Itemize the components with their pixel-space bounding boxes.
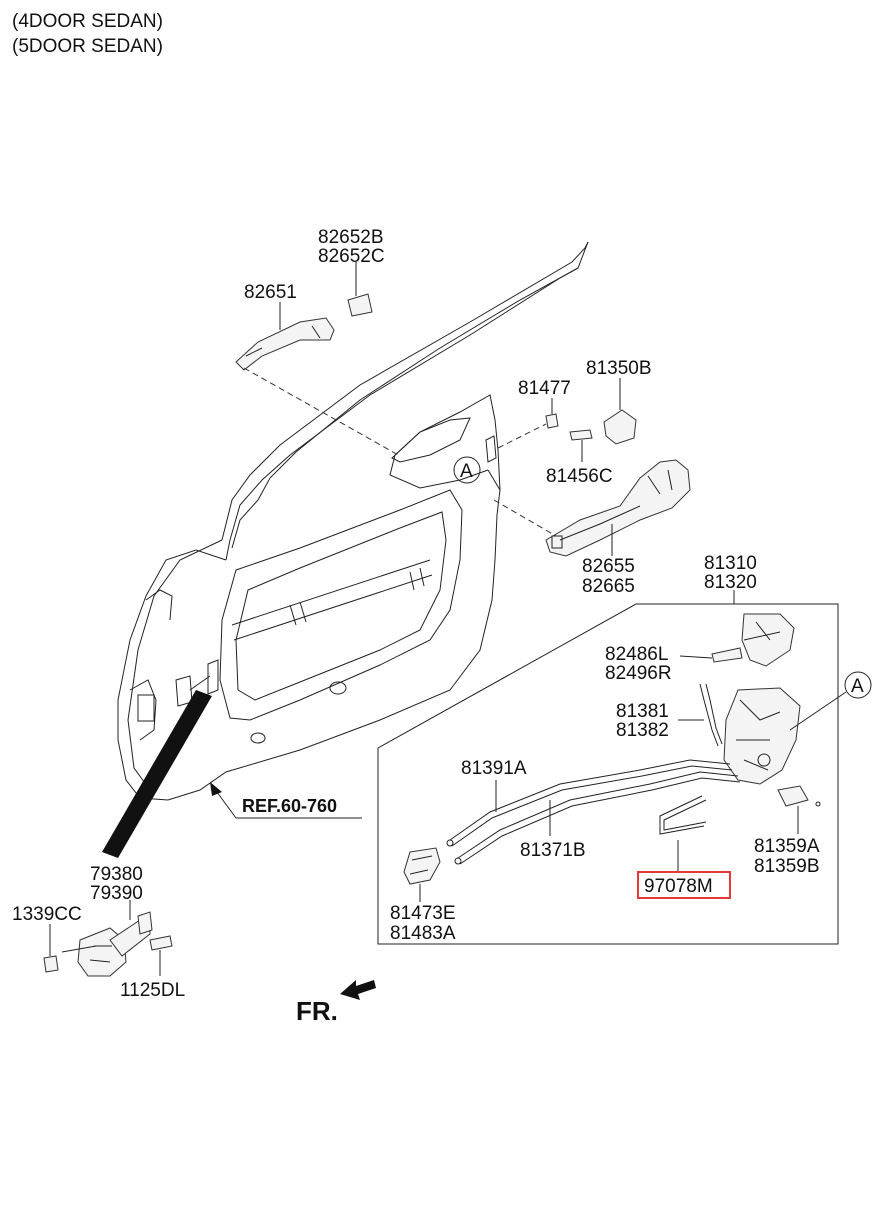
label-81310: 81310 (704, 553, 757, 574)
outside-handle-drawing (235, 317, 335, 371)
latch-drawing (723, 613, 801, 785)
label-82655: 82655 (582, 556, 635, 577)
bolt-81477-drawing (545, 413, 559, 429)
callout-a-door-label: A (460, 461, 473, 482)
label-81391A: 81391A (461, 758, 527, 779)
fr-label: FR. (296, 996, 338, 1026)
label-81473E: 81473E (390, 903, 456, 924)
latch-assembly-box (377, 603, 839, 945)
label-81350B: 81350B (586, 358, 652, 379)
label-82652B: 82652B (318, 227, 384, 248)
header-line-1: (4DOOR SEDAN) (12, 11, 163, 32)
leader-82486L (679, 655, 713, 659)
callout-a-door (453, 456, 481, 484)
rod-81381-drawing (699, 683, 719, 747)
cables-drawing (446, 759, 741, 865)
label-81359B: 81359B (754, 856, 820, 877)
inside-handle-drawing (403, 847, 441, 885)
label-81320: 81320 (704, 572, 757, 593)
ref-label: REF.60-760 (242, 796, 337, 816)
rod-82486L-drawing (711, 647, 743, 663)
screw-81456C-drawing (569, 429, 593, 441)
handle-cap-drawing (347, 293, 373, 317)
dash-bolt (497, 423, 547, 449)
label-81477: 81477 (518, 378, 571, 399)
callout-a-leader (789, 691, 847, 731)
label-79390: 79390 (90, 883, 143, 904)
label-97078M: 97078M (644, 876, 713, 897)
label-79380: 79380 (90, 864, 143, 885)
label-82665: 82665 (582, 576, 635, 597)
pointer-wedge (102, 690, 212, 858)
nut-1339CC-drawing (43, 955, 59, 973)
header-line-2: (5DOOR SEDAN) (12, 36, 163, 57)
rod-97078M-drawing (659, 795, 705, 835)
callout-a-right-label: A (851, 676, 864, 697)
dash-handle (243, 367, 401, 457)
ref-arrow-icon (210, 782, 222, 796)
label-81371B: 81371B (520, 840, 586, 861)
label-81381: 81381 (616, 701, 669, 722)
bracket-81350B-drawing (603, 409, 637, 445)
label-81456C: 81456C (546, 466, 613, 487)
label-81359A: 81359A (754, 836, 820, 857)
dash-bracket (493, 499, 557, 537)
part-81359-drawing (777, 785, 809, 807)
label-82496R: 82496R (605, 663, 672, 684)
handle-bracket-drawing (545, 459, 691, 557)
label-82486L: 82486L (605, 644, 668, 665)
door-panel-drawing (117, 241, 589, 801)
label-1125DL: 1125DL (120, 980, 185, 1001)
label-81483A: 81483A (390, 923, 456, 944)
label-82652C: 82652C (318, 246, 385, 267)
door-checker-drawing (61, 911, 173, 977)
label-81382: 81382 (616, 720, 669, 741)
highlight-box-97078M (637, 871, 731, 899)
label-82651: 82651 (244, 282, 297, 303)
front-arrow-icon (340, 980, 376, 1000)
callout-a-right (844, 671, 872, 699)
label-1339CC: 1339CC (12, 904, 82, 925)
